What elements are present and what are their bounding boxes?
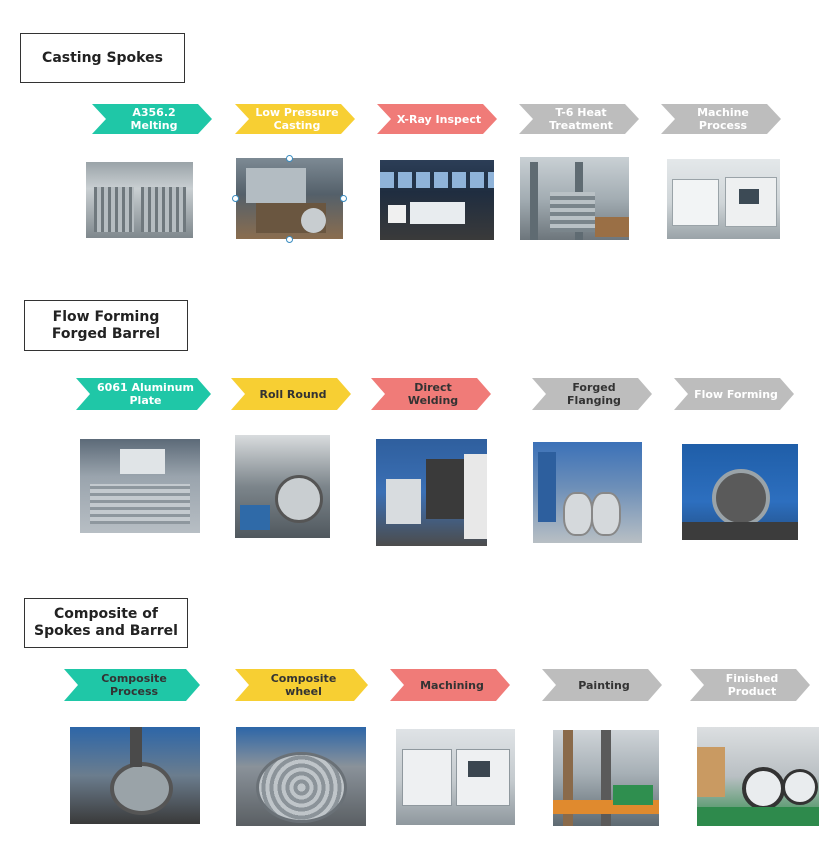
- step-arrow-machining: Machining: [390, 669, 510, 701]
- photo-direct-welding: [376, 439, 487, 546]
- photo-machine-process: [667, 159, 780, 239]
- selection-handle-left[interactable]: [232, 195, 239, 202]
- step-arrow-xray-inspect: X-Ray Inspect: [377, 104, 497, 134]
- photo-flow-forming: [682, 444, 798, 540]
- photo-machining: [396, 729, 515, 825]
- photo-xray-inspect: [380, 160, 494, 240]
- photo-low-pressure-casting[interactable]: [236, 158, 343, 239]
- photo-aluminum-plate: [80, 439, 200, 533]
- section-title-casting-spokes: Casting Spokes: [20, 33, 185, 83]
- step-arrow-composite-process: Composite Process: [64, 669, 200, 701]
- photo-painting: [553, 730, 659, 826]
- step-arrow-a356-melting: A356.2 Melting: [92, 104, 212, 134]
- photo-composite-process: [70, 727, 200, 824]
- photo-heat-treatment: [520, 157, 629, 240]
- selection-handle-bottom[interactable]: [286, 236, 293, 243]
- step-arrow-painting: Painting: [542, 669, 662, 701]
- photo-forged-flanging: [533, 442, 642, 543]
- selection-handle-right[interactable]: [340, 195, 347, 202]
- step-arrow-low-pressure-casting: Low Pressure Casting: [235, 104, 355, 134]
- step-arrow-direct-welding: Direct Welding: [371, 378, 491, 410]
- section-title-flow-forming-forged-barrel: Flow Forming Forged Barrel: [24, 300, 188, 351]
- step-arrow-roll-round: Roll Round: [231, 378, 351, 410]
- section-title-composite-of-spokes-and-barrel: Composite of Spokes and Barrel: [24, 598, 188, 648]
- step-arrow-t6-heat-treatment: T-6 Heat Treatment: [519, 104, 639, 134]
- photo-melting: [86, 162, 193, 238]
- step-arrow-flow-forming: Flow Forming: [674, 378, 794, 410]
- photo-composite-wheel: [236, 727, 366, 826]
- selection-handle-top[interactable]: [286, 155, 293, 162]
- step-arrow-machine-process: Machine Process: [661, 104, 781, 134]
- step-arrow-6061-aluminum-plate: 6061 Aluminum Plate: [76, 378, 211, 410]
- step-arrow-composite-wheel: Composite wheel: [235, 669, 368, 701]
- step-arrow-forged-flanging: Forged Flanging: [532, 378, 652, 410]
- photo-roll-round: [235, 435, 330, 538]
- step-arrow-finished-product: Finished Product: [690, 669, 810, 701]
- photo-finished-product: [697, 727, 819, 826]
